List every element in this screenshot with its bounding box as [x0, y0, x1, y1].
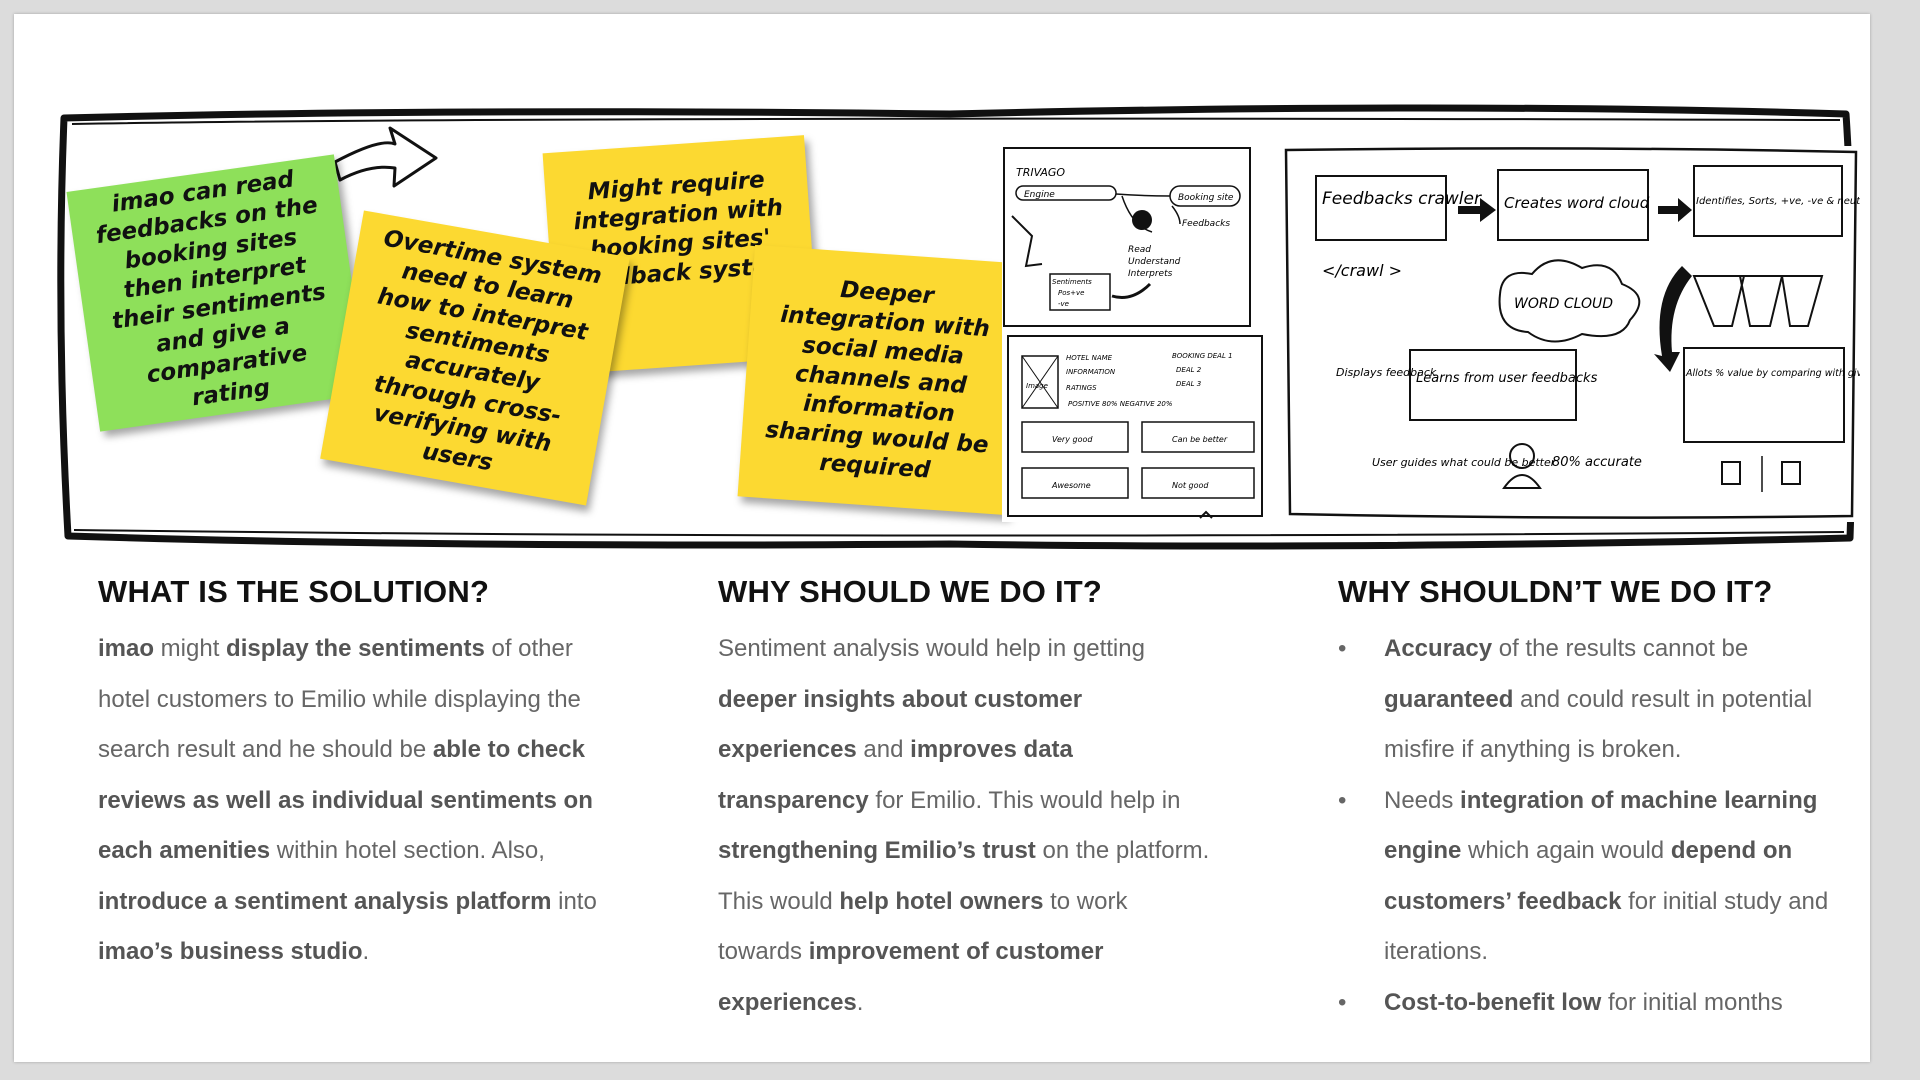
svg-text:Awesome: Awesome: [1051, 481, 1091, 490]
why-paragraph: Sentiment analysis would help in getting…: [718, 635, 1210, 1016]
svg-text:Sentiments: Sentiments: [1052, 278, 1092, 286]
svg-text:Allots % value by comparing wi: Allots % value by comparing with given f…: [1685, 368, 1860, 379]
sticky-note-2: Overtime system need to learn how to int…: [320, 210, 630, 506]
svg-text:Very good: Very good: [1052, 435, 1093, 444]
why-not-column: WHY SHOULDN’T WE DO IT? •Accuracy of the…: [1338, 574, 1838, 1028]
svg-text:User guides what could be bett: User guides what could be better: [1372, 456, 1557, 469]
svg-text:HOTEL NAME: HOTEL NAME: [1066, 354, 1113, 362]
svg-text:INFORMATION: INFORMATION: [1066, 368, 1116, 376]
list-item: •Cost-to-benefit low for initial months: [1338, 988, 1783, 1016]
svg-text:Engine: Engine: [1024, 190, 1055, 200]
slide: imao can read feedbacks on the booking s…: [14, 14, 1870, 1062]
svg-text:WORD CLOUD: WORD CLOUD: [1514, 296, 1613, 312]
svg-text:Pos+ve: Pos+ve: [1058, 289, 1084, 297]
svg-text:Displays feedback: Displays feedback: [1336, 366, 1437, 379]
why-heading: WHY SHOULD WE DO IT?: [718, 574, 1103, 609]
svg-text:Understand: Understand: [1128, 257, 1181, 267]
sticky-note-4: Deeper integration with social media cha…: [737, 244, 1025, 516]
sketch-brand: TRIVAGO: [1016, 166, 1065, 179]
solution-paragraph: imao might display the sentiments of oth…: [98, 635, 597, 965]
svg-text:Booking site: Booking site: [1178, 193, 1234, 203]
svg-text:Feedbacks: Feedbacks: [1182, 219, 1230, 229]
list-item: •Accuracy of the results cannot be guara…: [1338, 635, 1813, 763]
svg-text:DEAL 2: DEAL 2: [1176, 366, 1202, 374]
svg-text:RATINGS: RATINGS: [1066, 384, 1097, 392]
svg-text:</crawl >: </crawl >: [1322, 261, 1402, 280]
list-item: •Needs integration of machine learning e…: [1338, 786, 1829, 966]
svg-text:-ve: -ve: [1058, 300, 1069, 308]
banner-frame: [57, 104, 1857, 550]
svg-text:Identifies, Sorts, +ve, -ve &: Identifies, Sorts, +ve, -ve & neutral: [1696, 196, 1860, 207]
svg-text:Feedbacks crawler: Feedbacks crawler: [1322, 189, 1482, 209]
wireframe-sketch: TRIVAGO Engine Booking site Feedbacks Re…: [1002, 146, 1266, 522]
sketch-banner: imao can read feedbacks on the booking s…: [50, 98, 1866, 558]
arrow-icon: [333, 126, 438, 188]
svg-text:DEAL 3: DEAL 3: [1176, 380, 1201, 388]
svg-text:Learns from user feedbacks: Learns from user feedbacks: [1416, 371, 1598, 386]
flow-sketch: Feedbacks crawler </crawl > Creates word…: [1282, 146, 1860, 522]
svg-text:Not good: Not good: [1172, 481, 1209, 490]
sticky-note-1: imao can read feedbacks on the booking s…: [66, 154, 368, 432]
svg-text:POSITIVE 80% NEGATIVE 20%: POSITIVE 80% NEGATIVE 20%: [1068, 400, 1173, 408]
why-not-list: •Accuracy of the results cannot be guara…: [1338, 624, 1838, 1028]
why-column: WHY SHOULD WE DO IT? Sentiment analysis …: [718, 574, 1218, 1028]
svg-text:BOOKING DEAL 1: BOOKING DEAL 1: [1172, 352, 1233, 360]
svg-text:Read: Read: [1128, 245, 1151, 255]
svg-text:80% accurate: 80% accurate: [1552, 455, 1642, 470]
svg-text:Interprets: Interprets: [1128, 269, 1173, 279]
svg-text:Can be better: Can be better: [1172, 435, 1228, 444]
svg-text:Creates word cloud: Creates word cloud: [1504, 194, 1650, 212]
why-not-heading: WHY SHOULDN’T WE DO IT?: [1338, 574, 1773, 609]
solution-column: WHAT IS THE SOLUTION? imao might display…: [98, 574, 598, 978]
solution-heading: WHAT IS THE SOLUTION?: [98, 574, 490, 609]
svg-text:Image: Image: [1026, 382, 1048, 390]
